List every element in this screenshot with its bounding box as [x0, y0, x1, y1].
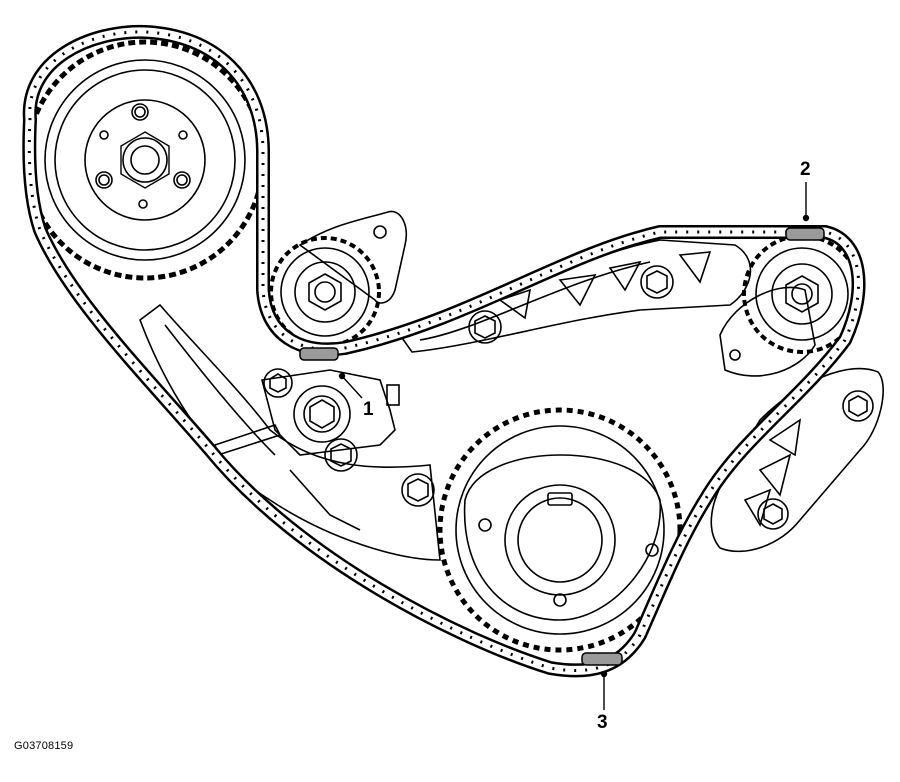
figure-id: G03708159 [14, 740, 74, 752]
bottom-sprocket [437, 407, 683, 653]
callout-2: 2 [800, 159, 811, 180]
marked-chain-links [299, 227, 825, 666]
left-idler-sprocket [269, 210, 407, 348]
leader-lines [338, 182, 810, 710]
callout-1: 1 [363, 399, 374, 420]
upper-guide-rail [398, 239, 752, 353]
right-guide-rail [710, 367, 884, 553]
marked-link-1 [299, 347, 339, 361]
top-left-sprocket [24, 39, 266, 281]
marked-link-3 [581, 652, 623, 666]
marked-link-2 [785, 227, 825, 241]
callout-3: 3 [597, 712, 608, 733]
